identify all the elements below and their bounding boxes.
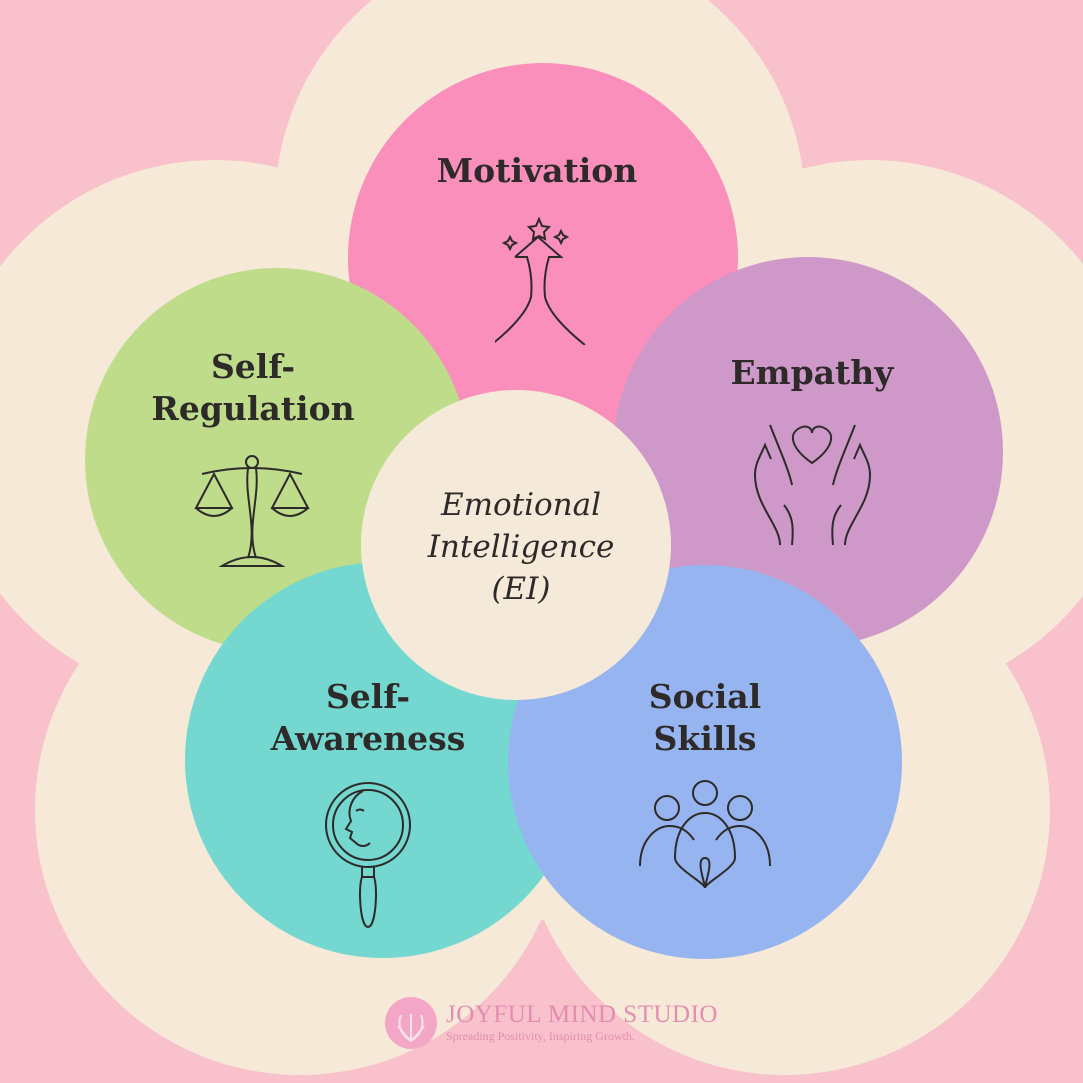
brand-footer: JOYFUL MIND STUDIO Spreading Positivity,… xyxy=(384,996,718,1050)
hands-heart-icon xyxy=(753,424,872,546)
scales-icon xyxy=(194,455,310,567)
empathy-circle xyxy=(613,257,1003,647)
people-icon xyxy=(639,780,771,889)
brand-tagline: Spreading Positivity, Inspiring Growth. xyxy=(446,1029,635,1043)
center-circle xyxy=(361,390,671,700)
arrow-star-icon xyxy=(495,216,586,345)
empathy-label: Empathy xyxy=(730,353,894,392)
motivation-label: Motivation xyxy=(436,151,638,190)
brand-name: JOYFUL MIND STUDIO xyxy=(446,1001,718,1028)
self-regulation-label: Self-Regulation xyxy=(151,347,355,428)
mirror-face-icon xyxy=(325,782,411,929)
self-awareness-label: Self-Awareness xyxy=(270,677,466,758)
brain-lotus-logo xyxy=(385,997,437,1049)
